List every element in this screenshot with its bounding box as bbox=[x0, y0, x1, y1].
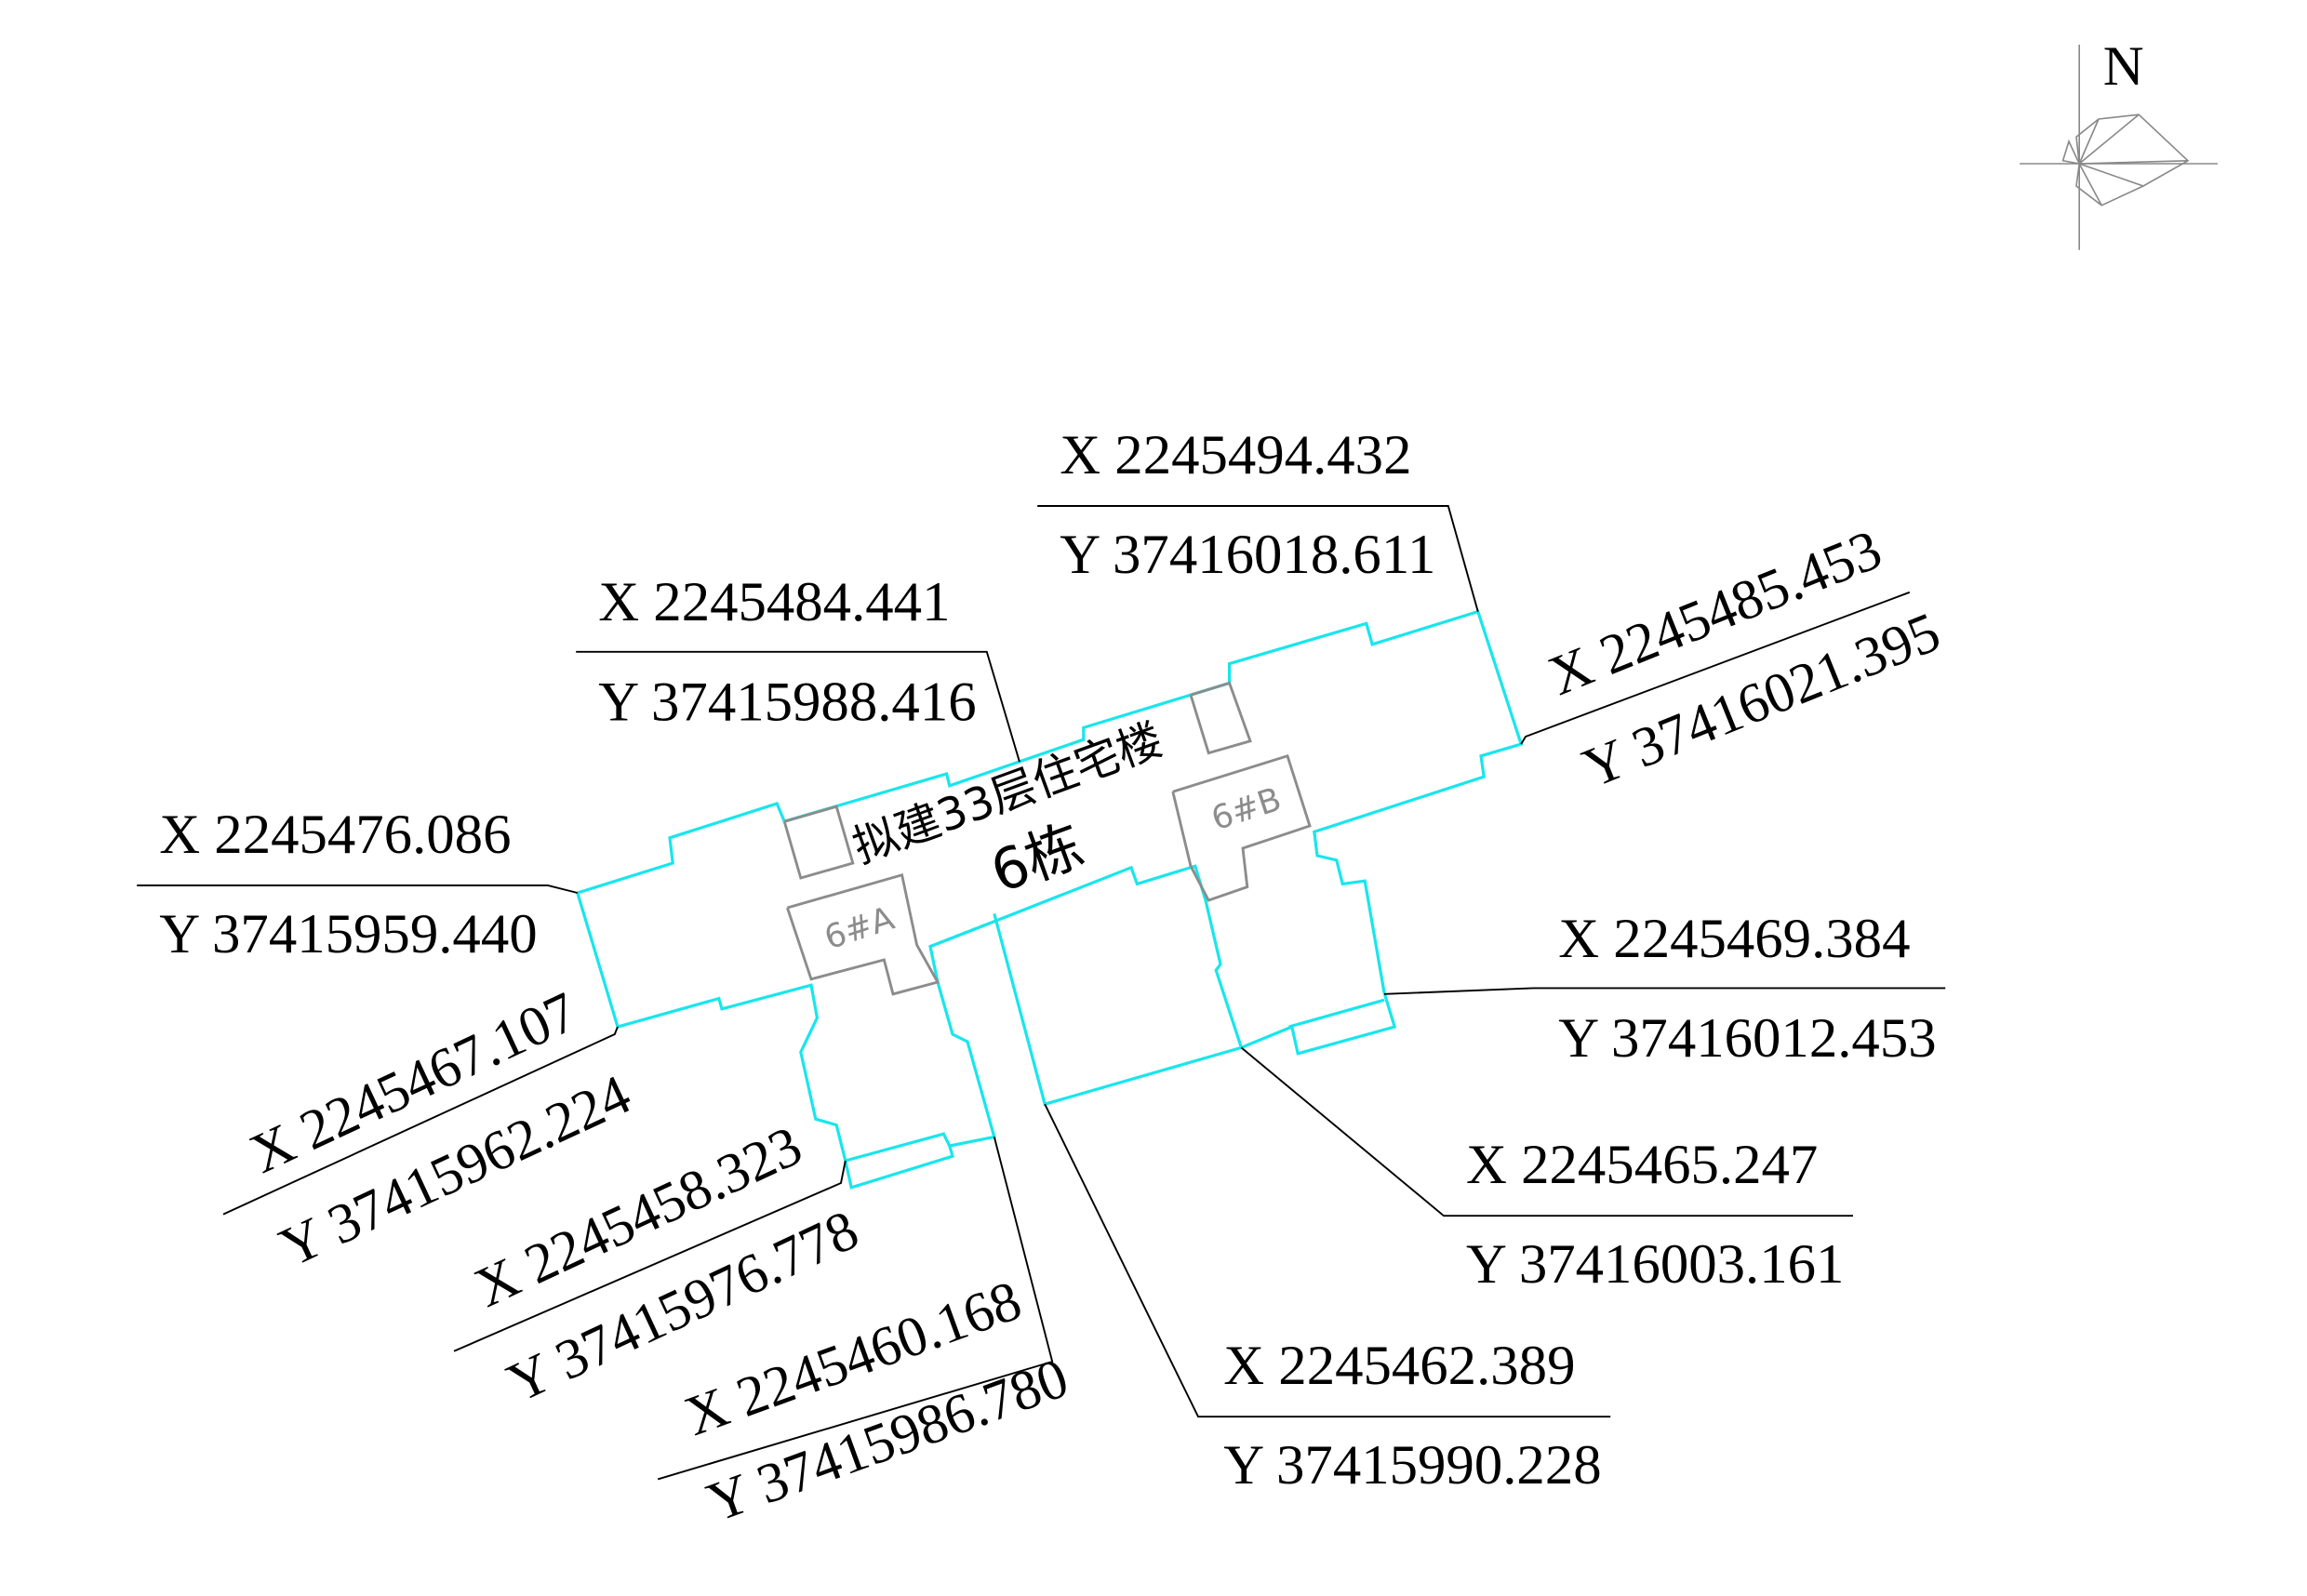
svg-text:Y 37415990.228: Y 37415990.228 bbox=[1223, 1434, 1601, 1496]
unit-label-6b: 6#B bbox=[1207, 780, 1286, 838]
coord-point-2: X 2245484.441 Y 37415988.416 bbox=[598, 571, 976, 733]
svg-text:X 2245465.247: X 2245465.247 bbox=[1466, 1134, 1818, 1196]
svg-text:Y 37415988.416: Y 37415988.416 bbox=[598, 671, 976, 733]
coord-point-7: X 2245462.389 Y 37415990.228 bbox=[1223, 1335, 1601, 1496]
svg-text:X 2245469.384: X 2245469.384 bbox=[1558, 908, 1910, 970]
coord-point-1: X 2245494.432 Y 37416018.611 bbox=[1060, 424, 1435, 586]
svg-text:Y 37416018.611: Y 37416018.611 bbox=[1060, 524, 1435, 586]
svg-text:Y 37416012.453: Y 37416012.453 bbox=[1558, 1007, 1936, 1070]
svg-text:Y 37416003.161: Y 37416003.161 bbox=[1466, 1233, 1844, 1296]
building-name: 6栋 bbox=[982, 813, 1091, 906]
stair-box bbox=[1189, 681, 1252, 755]
svg-text:Y 37415959.440: Y 37415959.440 bbox=[159, 903, 537, 965]
coord-point-5: X 2245469.384 Y 37416012.453 bbox=[1558, 908, 1936, 1070]
north-arrow-icon: N bbox=[2020, 35, 2218, 250]
leader-lines bbox=[137, 505, 1946, 1481]
svg-text:X 2245484.441: X 2245484.441 bbox=[598, 571, 950, 633]
coord-point-6: X 2245465.247 Y 37416003.161 bbox=[1466, 1134, 1844, 1296]
coord-point-4: X 2245485.453 Y 37416021.395 bbox=[1540, 518, 1949, 800]
coord-point-3: X 2245476.086 Y 37415959.440 bbox=[159, 804, 537, 965]
stair-box bbox=[782, 805, 855, 880]
unit-6b: 6#B bbox=[1171, 753, 1312, 902]
svg-text:X 2245462.389: X 2245462.389 bbox=[1223, 1335, 1575, 1397]
svg-text:X 2245494.432: X 2245494.432 bbox=[1060, 424, 1411, 486]
unit-6a: 6#A bbox=[786, 872, 940, 996]
svg-text:X 2245476.086: X 2245476.086 bbox=[159, 804, 511, 866]
unit-label-6a: 6#A bbox=[820, 899, 899, 957]
north-label: N bbox=[2103, 35, 2144, 98]
